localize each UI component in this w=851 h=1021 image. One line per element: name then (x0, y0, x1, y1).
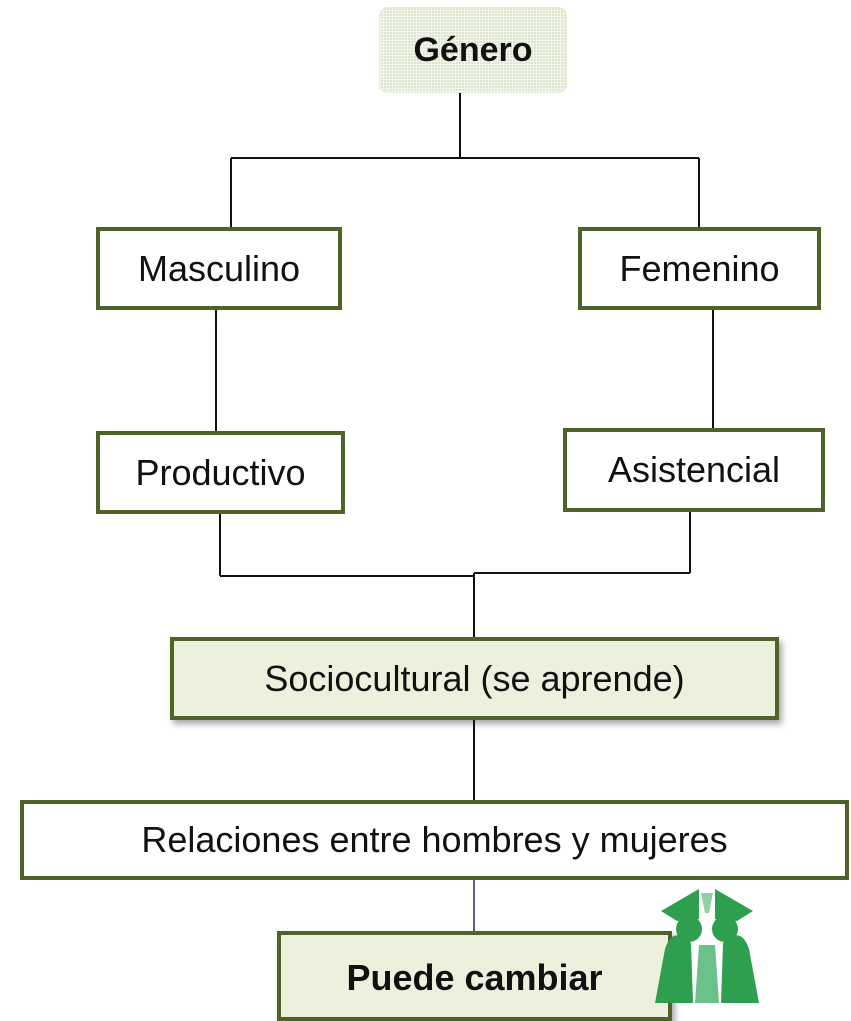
node-femenino-label: Femenino (619, 247, 780, 289)
node-sociocultural: Sociocultural (se aprende) (170, 637, 779, 720)
node-puede-cambiar: Puede cambiar (277, 931, 672, 1021)
organization-logo-icon (655, 889, 759, 1003)
node-productivo: Productivo (96, 431, 345, 514)
node-relaciones: Relaciones entre hombres y mujeres (20, 800, 849, 880)
node-femenino: Femenino (578, 227, 821, 310)
node-puede-cambiar-label: Puede cambiar (346, 957, 603, 998)
node-asistencial-label: Asistencial (607, 449, 781, 490)
node-productivo-label: Productivo (135, 451, 306, 493)
node-sociocultural-label: Sociocultural (se aprende) (264, 657, 685, 699)
node-masculino: Masculino (96, 227, 342, 310)
node-genero: Género (380, 8, 566, 92)
node-masculino-label: Masculino (137, 247, 301, 289)
node-relaciones-label: Relaciones entre hombres y mujeres (141, 819, 728, 860)
node-asistencial: Asistencial (563, 428, 825, 512)
node-genero-label: Género (413, 30, 533, 69)
